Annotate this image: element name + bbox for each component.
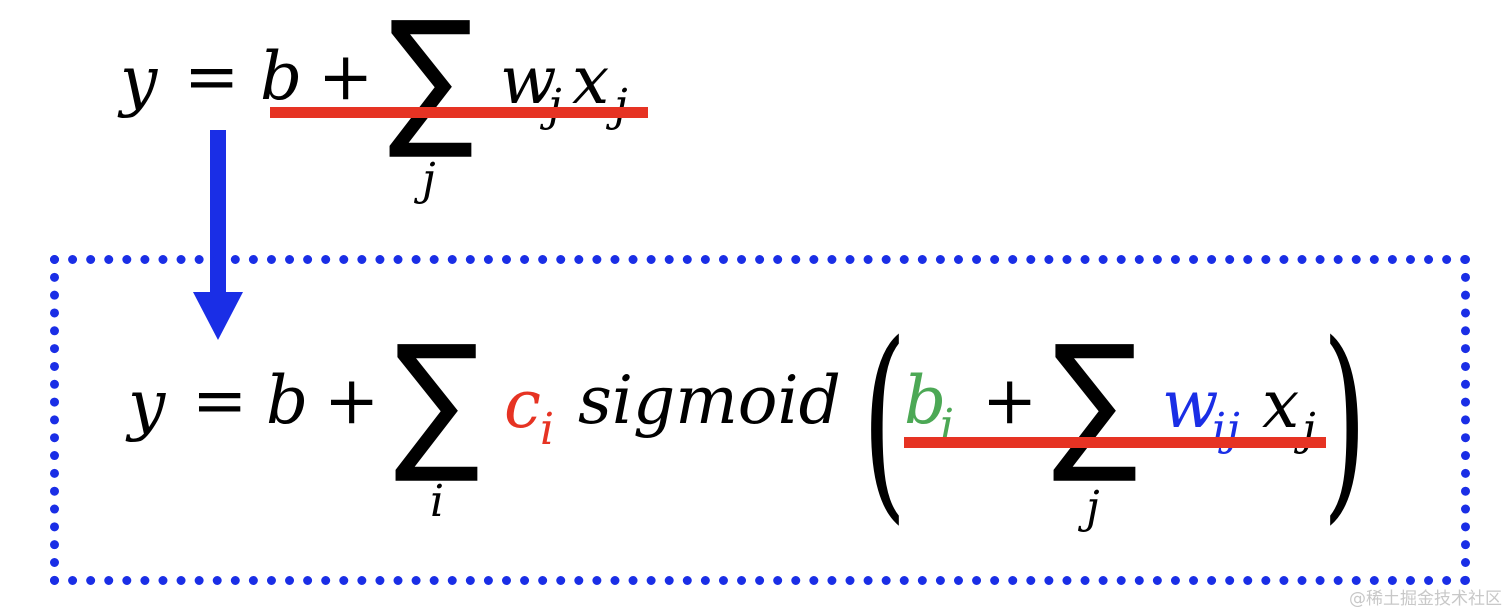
top-summation-sign: ∑ — [388, 0, 474, 164]
inner-plus-sign: + — [982, 362, 1038, 439]
bottom-y: y — [128, 366, 166, 443]
top-b: b — [260, 38, 303, 115]
inner-summation-index: j — [1086, 482, 1100, 533]
weight-w: w — [1162, 366, 1219, 443]
coefficient-c: c — [504, 366, 541, 443]
bias-b-i-subscript: i — [940, 400, 955, 451]
bottom-b: b — [266, 362, 309, 439]
sigmoid-function-name: sigmoid — [578, 362, 841, 439]
down-arrow-head — [193, 292, 243, 340]
outer-summation-index: i — [430, 476, 445, 527]
inner-summation-sign: ∑ — [1052, 314, 1138, 488]
watermark: @稀土掘金技术社区 — [1349, 589, 1502, 609]
input-x: x — [1262, 366, 1300, 443]
top-w: w — [500, 42, 557, 119]
close-parenthesis: ) — [1322, 298, 1368, 543]
top-w-subscript: j — [548, 80, 562, 131]
down-arrow-shaft — [210, 130, 226, 295]
top-plus-sign: + — [318, 38, 374, 115]
bottom-strikethrough-line — [904, 437, 1326, 448]
bottom-plus-sign: + — [324, 362, 380, 439]
dotted-highlight-box — [50, 255, 1470, 585]
open-parenthesis: ( — [862, 298, 908, 543]
top-equals-sign: = — [184, 38, 240, 115]
top-x-subscript: j — [614, 80, 628, 131]
top-summation-index: j — [422, 154, 436, 205]
top-x: x — [572, 42, 610, 119]
bias-b-i: b — [904, 362, 947, 439]
top-strikethrough-line — [270, 107, 648, 118]
coefficient-c-subscript: i — [540, 404, 555, 455]
bottom-equals-sign: = — [192, 362, 248, 439]
outer-summation-sign: ∑ — [394, 314, 480, 488]
top-y: y — [120, 42, 158, 119]
